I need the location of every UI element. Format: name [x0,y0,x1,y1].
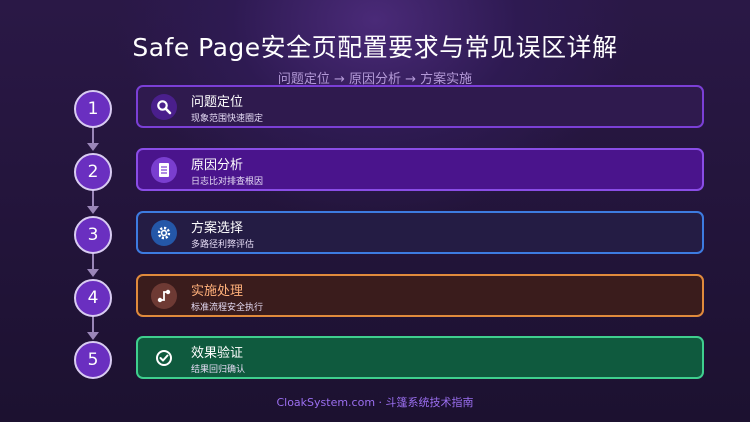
step-card-3: 方案选择 多路径利弊评估 [136,211,704,254]
step-desc: 多路径利弊评估 [191,240,255,250]
step-desc: 标准流程安全执行 [191,303,264,313]
rail-arrow [87,332,99,340]
step-title: 问题定位 [191,95,244,110]
page-subtitle: 问题定位 → 原因分析 → 方案实施 [277,72,473,87]
page-title: Safe Page安全页配置要求与常见误区详解 [132,33,618,62]
step-title: 效果验证 [191,346,244,361]
rail-segment [92,250,94,272]
step-number-5: 5 [74,341,112,379]
step-title: 实施处理 [191,284,244,299]
document-icon [151,157,177,183]
step-desc: 结果回归确认 [191,365,246,375]
step-title: 原因分析 [191,158,244,173]
step-card-1: 问题定位 现象范围快速圈定 [136,85,704,128]
step-number-4: 4 [74,279,112,317]
footer-credit: CloakSystem.com · 斗篷系统技术指南 [276,396,474,409]
rail-arrow [87,269,99,277]
step-number-2: 2 [74,153,112,191]
step-card-2: 原因分析 日志比对排查根因 [136,148,704,191]
step-card-5: 效果验证 结果回归确认 [136,336,704,379]
step-number-3: 3 [74,216,112,254]
step-desc: 日志比对排查根因 [191,177,264,187]
check-circle-icon [151,345,177,371]
step-number-1: 1 [74,90,112,128]
step-title: 方案选择 [191,221,244,236]
step-card-4: 实施处理 标准流程安全执行 [136,274,704,317]
rail-arrow [87,206,99,214]
gear-icon [151,220,177,246]
workflow-icon [151,283,177,309]
rail-segment [92,187,94,209]
rail-arrow [87,143,99,151]
step-desc: 现象范围快速圈定 [191,114,264,124]
search-icon [151,94,177,120]
rail-segment [92,313,94,335]
rail-segment [92,124,94,146]
